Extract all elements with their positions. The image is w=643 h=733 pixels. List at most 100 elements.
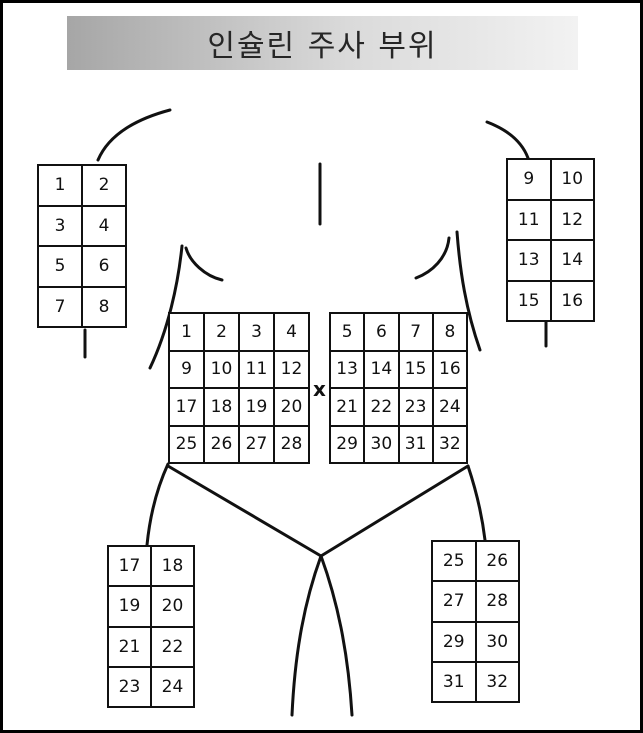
- page-title: 인슐린 주사 부위: [207, 29, 438, 64]
- injection-site-cell: 14: [549, 239, 595, 282]
- injection-site-cell: 26: [474, 539, 520, 583]
- injection-site-cell: 12: [549, 198, 595, 241]
- injection-site-cell: 6: [363, 312, 400, 352]
- injection-site-cell: 12: [273, 349, 310, 389]
- injection-site-cell: 14: [363, 349, 400, 389]
- injection-site-cell: 11: [506, 198, 552, 241]
- injection-site-cell: 31: [431, 660, 477, 704]
- right-torso-line: [455, 230, 482, 352]
- injection-site-cell: 32: [431, 424, 469, 464]
- injection-site-cell: 2: [81, 164, 127, 207]
- injection-site-cell: 32: [474, 660, 520, 704]
- injection-site-cell: 11: [238, 349, 275, 389]
- inner-leg-right-line: [319, 554, 354, 717]
- injection-site-cell: 27: [238, 424, 275, 464]
- injection-site-cell: 19: [238, 387, 275, 427]
- injection-site-cell: 13: [328, 349, 366, 389]
- injection-site-cell: 23: [107, 665, 152, 709]
- injection-site-cell: 24: [431, 387, 469, 427]
- injection-site-cell: 4: [81, 204, 127, 247]
- right-shoulder-line: [485, 120, 530, 160]
- injection-site-cell: 20: [150, 585, 195, 628]
- injection-site-cell: 21: [107, 625, 152, 668]
- injection-site-cell: 20: [273, 387, 310, 427]
- injection-site-cell: 26: [203, 424, 240, 464]
- injection-site-cell: 1: [37, 164, 83, 207]
- injection-site-cell: 15: [397, 349, 434, 389]
- left-armpit-line: [184, 246, 224, 282]
- injection-site-cell: 2: [203, 312, 240, 352]
- injection-site-cell: 27: [431, 580, 477, 623]
- injection-site-cell: 18: [203, 387, 240, 427]
- injection-site-cell: 31: [397, 424, 434, 464]
- injection-site-cell: 7: [397, 312, 434, 352]
- injection-site-cell: 28: [474, 580, 520, 623]
- injection-site-cell: 5: [328, 312, 366, 352]
- injection-site-cell: 1: [168, 312, 205, 352]
- groin-left-line: [166, 464, 323, 558]
- left-torso-line: [148, 244, 184, 370]
- injection-site-cell: 19: [107, 585, 152, 628]
- inner-leg-left-line: [290, 554, 323, 717]
- injection-site-cell: 7: [37, 285, 83, 328]
- right-hip-line: [466, 464, 487, 542]
- injection-site-cell: 25: [168, 424, 205, 464]
- left-hip-line: [145, 462, 170, 547]
- injection-site-cell: 4: [273, 312, 310, 352]
- injection-site-cell: 30: [474, 620, 520, 663]
- injection-site-cell: 5: [37, 245, 83, 288]
- injection-site-cell: 3: [238, 312, 275, 352]
- injection-site-cell: 22: [150, 625, 195, 668]
- injection-site-cell: 16: [549, 279, 595, 322]
- injection-site-cell: 25: [431, 539, 477, 583]
- injection-site-cell: 30: [363, 424, 400, 464]
- groin-right-line: [319, 464, 470, 558]
- injection-site-cell: 29: [328, 424, 366, 464]
- injection-site-cell: 16: [431, 349, 469, 389]
- injection-site-cell: 3: [37, 204, 83, 247]
- injection-site-cell: 9: [168, 349, 205, 389]
- right-armpit-line: [414, 236, 451, 280]
- injection-site-cell: 22: [363, 387, 400, 427]
- injection-site-cell: 10: [203, 349, 240, 389]
- injection-site-cell: 10: [549, 158, 595, 201]
- injection-site-cell: 23: [397, 387, 434, 427]
- injection-site-cell: 13: [506, 239, 552, 282]
- injection-site-cell: 29: [431, 620, 477, 663]
- injection-site-cell: 21: [328, 387, 366, 427]
- title-banner: 인슐린 주사 부위: [67, 16, 578, 70]
- injection-site-cell: 9: [506, 158, 552, 201]
- injection-site-cell: 17: [168, 387, 205, 427]
- navel-marker: x: [313, 377, 326, 401]
- injection-site-cell: 17: [107, 544, 152, 588]
- injection-site-cell: 15: [506, 279, 552, 322]
- injection-site-cell: 28: [273, 424, 310, 464]
